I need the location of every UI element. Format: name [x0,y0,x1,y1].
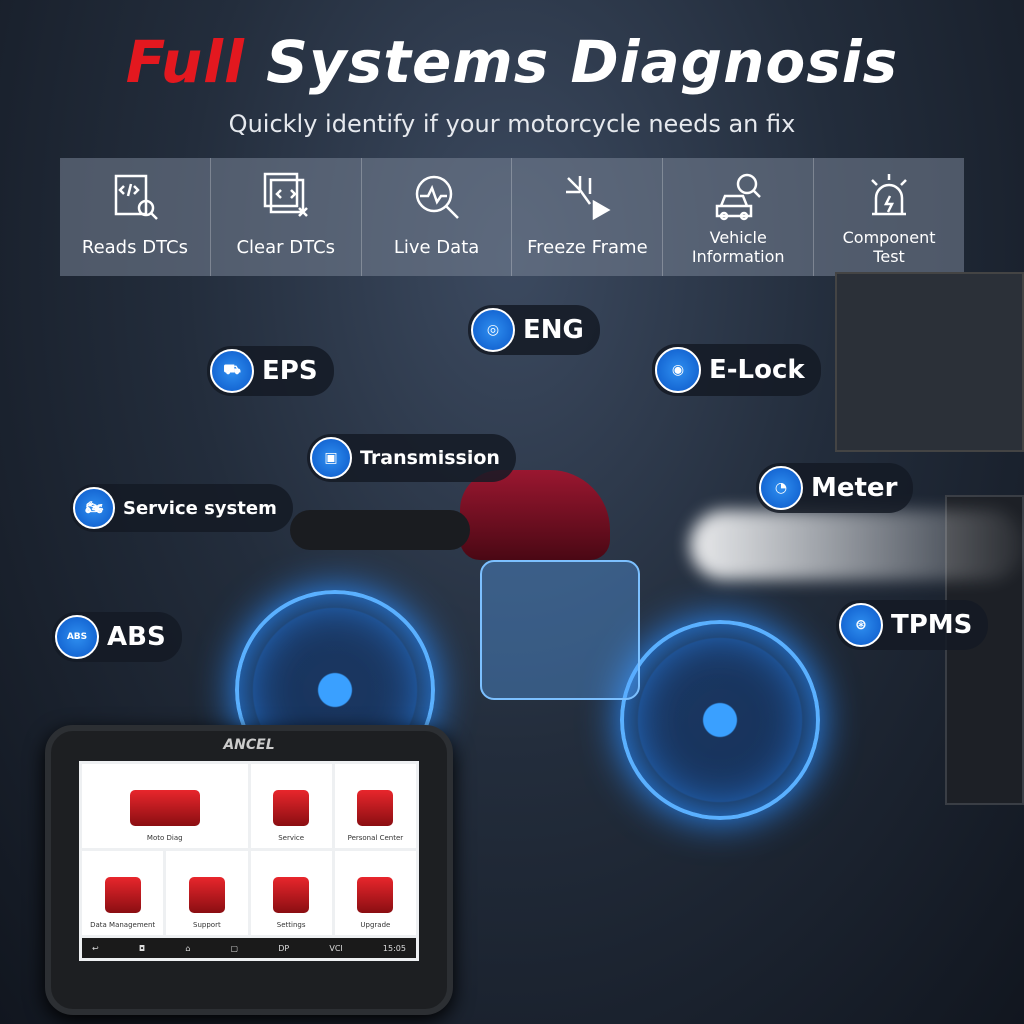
upload-icon [357,877,394,913]
code-clear-icon [263,172,308,217]
tile-service[interactable]: Service [250,764,332,848]
document-search-icon [114,174,158,220]
car-search-icon [715,173,762,221]
feature-bar: Reads DTCs Clear DTCs Live Data Freeze F… [60,158,964,276]
service-icon [273,790,310,826]
alarm-light-icon [871,174,907,216]
engine-icon: ▣ [310,437,352,479]
fuel-tank [460,470,610,560]
nav-dp[interactable]: DP [278,943,290,953]
system-elock: ◉E-Lock [652,344,821,396]
clock: 15:05 [382,943,406,953]
brake-disc-icon: ◉ [655,347,701,393]
system-meter: ◔Meter [756,463,914,513]
pulse-search-icon [415,175,459,219]
seat [290,510,470,550]
tile-upgrade[interactable]: Upgrade [334,851,416,935]
support-icon [188,877,225,913]
system-tpms: ⊛TPMS [836,600,989,650]
tile-data-management[interactable]: Data Management [82,851,164,935]
feature-live-data: Live Data [362,158,513,276]
feature-vehicle-information: Vehicle Information [663,158,815,276]
headlight-beam [690,510,1024,580]
system-service: 🏍Service system [70,484,293,532]
camera-icon[interactable]: ◘ [138,943,146,953]
diagnostic-tablet: ANCEL Moto Diag Service Personal Center … [45,725,453,1015]
tablet-nav-bar: ↩ ◘ ⌂ ▢ DP VCI 15:05 [82,938,416,958]
feature-component-test: Component Test [814,158,964,276]
recent-icon[interactable]: ▢ [230,943,239,953]
motorcycle-service-icon: 🏍 [73,487,115,529]
steering-wheel-icon: ◎ [471,308,515,352]
data-icon [104,877,141,913]
system-eps: ⛟EPS [207,346,334,396]
tile-moto-diag[interactable]: Moto Diag [82,764,248,848]
nav-vci[interactable]: VCI [329,943,343,953]
tile-support[interactable]: Support [166,851,248,935]
tool-rack [835,272,1024,452]
back-icon[interactable]: ↩ [92,943,99,953]
car-lift-icon: ⛟ [210,349,254,393]
brand-logo: ANCEL [223,737,275,753]
abs-icon: ABS [55,615,99,659]
tile-personal-center[interactable]: Personal Center [334,764,416,848]
tire-pressure-icon: ⊛ [839,603,883,647]
engine [480,560,640,700]
front-wheel [620,620,820,820]
page-title: Full Systems Diagnosis [125,28,899,96]
speedometer-icon: ◔ [759,466,803,510]
system-transmission: ▣Transmission [307,434,516,482]
feature-reads-dtcs: Reads DTCs [60,158,211,276]
tablet-screen: Moto Diag Service Personal Center Data M… [79,761,419,961]
feature-freeze-frame: Freeze Frame [512,158,664,276]
user-icon [357,790,394,826]
home-icon[interactable]: ⌂ [185,943,191,953]
freeze-play-icon [566,176,611,221]
feature-clear-dtcs: Clear DTCs [211,158,362,276]
tile-settings[interactable]: Settings [250,851,332,935]
motorcycle-icon [129,790,200,826]
subtitle: Quickly identify if your motorcycle need… [228,110,796,138]
gear-icon [273,877,310,913]
system-eng: ◎ENG [468,305,600,355]
